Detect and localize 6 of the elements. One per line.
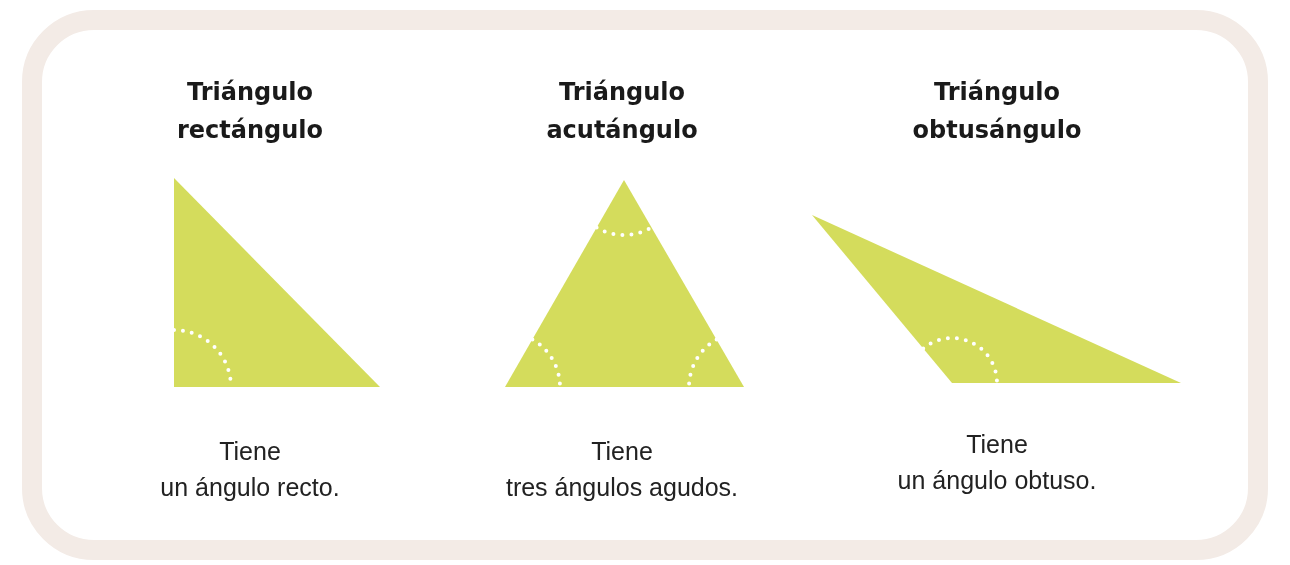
triangle-description: Tiene tres ángulos agudos. [504, 436, 740, 503]
triangle-description: Tiene un ángulo obtuso. [896, 429, 1098, 496]
triangle-title: Triángulo acutángulo [545, 77, 699, 146]
triangle-title: Triángulo obtusángulo [911, 77, 1083, 146]
triangle-description: Tiene un ángulo recto. [159, 436, 341, 503]
triangle-title: Triángulo rectángulo [175, 77, 325, 146]
